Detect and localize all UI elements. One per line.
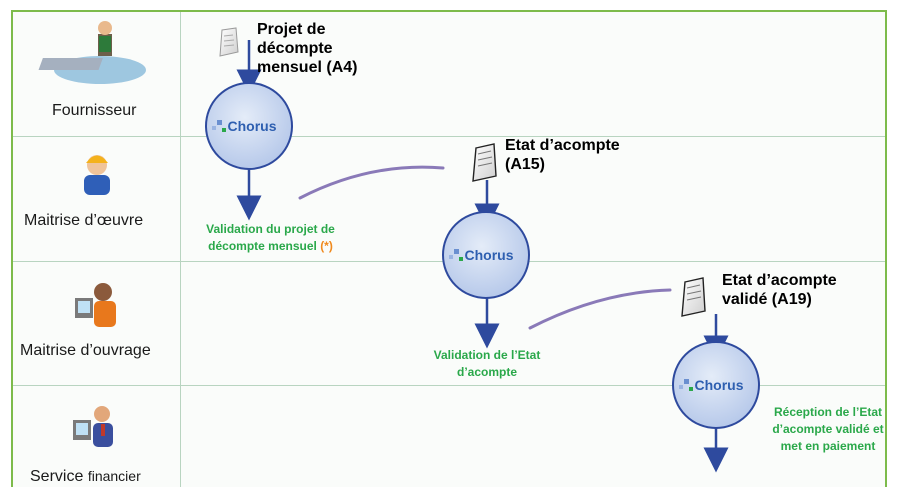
actor-label-fournisseur: Fournisseur [52, 102, 137, 119]
chorus-node [442, 211, 530, 299]
hardhat-worker-icon [84, 155, 110, 195]
chorus-node [205, 82, 293, 170]
person-at-computer-icon [75, 283, 116, 327]
chorus-node-label: Chorus [465, 247, 514, 263]
document-label-a15: Etat d’acompte (A15) [505, 137, 620, 173]
lane-divider [13, 136, 885, 137]
chorus-logo-icon [454, 249, 459, 254]
actor-label-maitrise-oeuvre: Maitrise d’œuvre [24, 212, 144, 229]
document-label-a4: Projet de décompte mensuel (A4) [257, 21, 358, 76]
document-label-a19: Etat d’acompte validé (A19) [722, 272, 837, 308]
chorus-node-label: Chorus [695, 377, 744, 393]
footnote-marker: (*) [320, 239, 333, 253]
chorus-logo-icon [217, 120, 222, 125]
document-icon [681, 277, 706, 317]
actor-label-service-financier: Service financier [30, 468, 141, 485]
actor-label-maitrise-ouvrage: Maitrise d’ouvrage [20, 342, 151, 359]
step-label-validation-projet: Validation du projet de décompte mensuel… [206, 222, 335, 253]
chorus-logo-icon [684, 379, 689, 384]
document-icon [219, 27, 239, 57]
actor-column-divider [180, 12, 181, 487]
lane-divider [13, 385, 885, 386]
finance-clerk-icon [73, 406, 113, 447]
supplier-at-desk-icon [38, 21, 146, 84]
chorus-node-label: Chorus [228, 118, 277, 134]
document-icon [472, 143, 497, 182]
chorus-node [672, 341, 760, 429]
step-label-reception: Réception de l’Etat d’acompte validé et … [772, 405, 884, 453]
step-label-validation-etat: Validation de l’Etat d’acompte [433, 348, 541, 379]
